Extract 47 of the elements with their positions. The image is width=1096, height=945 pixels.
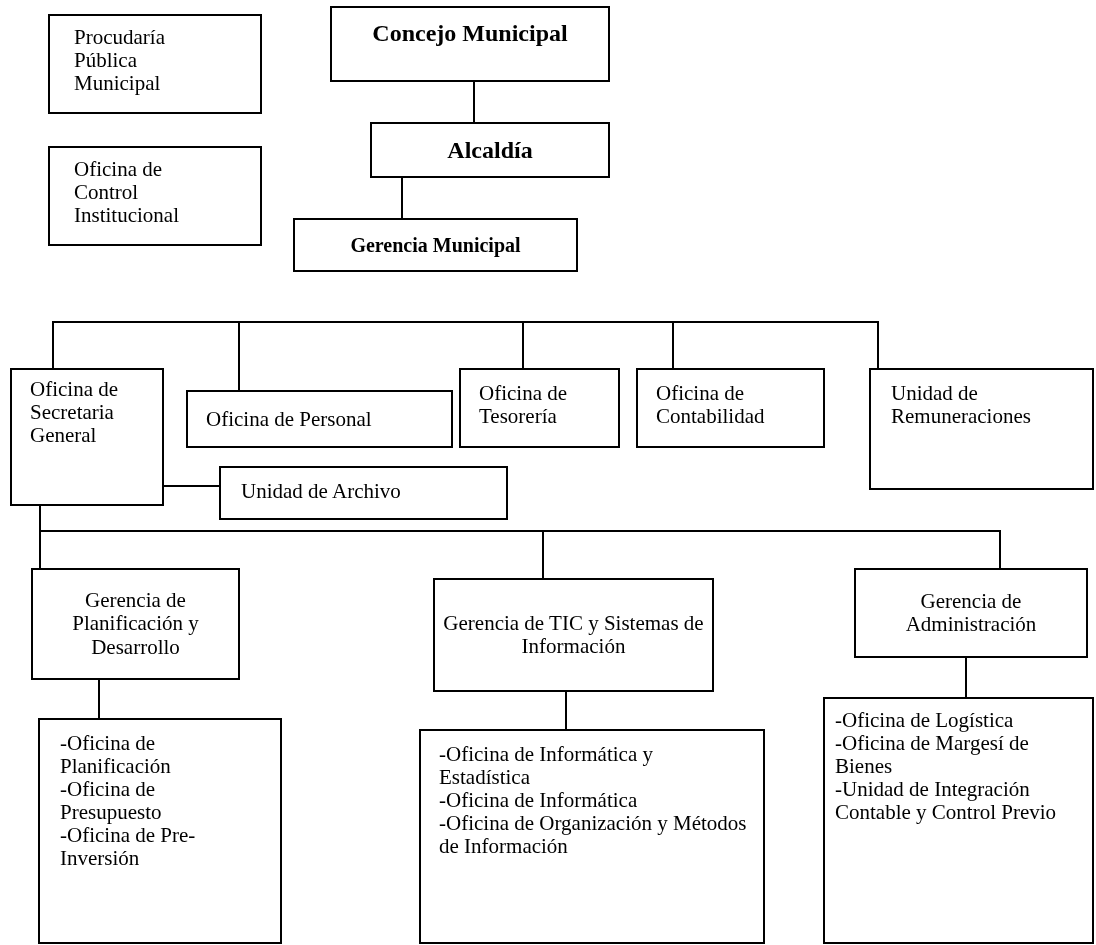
unit-name: Alcaldía (447, 136, 533, 164)
office-item: -Oficina de Pre-Inversión (60, 824, 197, 871)
org-box (10, 368, 164, 506)
unit-name: Gerencia de TIC y Sistemas de Información (442, 611, 705, 659)
office-item: -Oficina de Organización y Métodos de Información (439, 812, 748, 859)
unit-name: Oficina de Personal (206, 408, 372, 432)
org-box (459, 368, 620, 448)
connector-line (98, 679, 100, 719)
office-item: -Oficina de Informática y Estadística (439, 743, 654, 790)
connector-line (163, 485, 220, 487)
org-box (293, 218, 578, 272)
org-box (48, 146, 262, 246)
office-item: -Oficina de Planificación (60, 732, 172, 779)
office-item: -Oficina de Informática (439, 789, 638, 813)
unit-name: Oficina de Control Institucional (74, 158, 180, 228)
unit-name: Gerencia de Administración (904, 589, 1038, 637)
unit-name: Concejo Municipal (372, 19, 568, 47)
office-item: -Oficina de Presupuesto (60, 778, 163, 825)
org-box (186, 390, 453, 448)
office-list-box (823, 697, 1094, 944)
unit-name: Procudaría Pública Municipal (74, 26, 166, 96)
unit-name: Oficina de Secretaria General (30, 378, 120, 448)
org-box (48, 14, 262, 114)
office-item: -Unidad de Integración Contable y Control Previo (835, 778, 1058, 825)
connector-line (401, 177, 403, 219)
org-box (636, 368, 825, 448)
connector-line (473, 81, 475, 123)
org-box (433, 578, 714, 692)
org-box (370, 122, 610, 178)
org-box (854, 568, 1088, 658)
unit-name: Unidad de Archivo (241, 480, 401, 504)
org-box (219, 466, 508, 520)
unit-name: Gerencia de Planificación y Desarrollo (71, 589, 200, 659)
connector-line (52, 321, 879, 369)
unit-name: Oficina de Contabilidad (656, 382, 766, 429)
unit-name: Unidad de Remuneraciones (891, 382, 1032, 429)
org-box (31, 568, 240, 680)
org-box (869, 368, 1094, 490)
unit-name: Gerencia Municipal (350, 234, 521, 256)
office-item: -Oficina de Margesí de Bienes (835, 732, 1030, 779)
office-list-box (419, 729, 765, 944)
connector-line (965, 657, 967, 698)
office-item: -Oficina de Logística (835, 709, 1014, 733)
connector-line (565, 691, 567, 730)
unit-name: Oficina de Tesorería (479, 382, 569, 429)
office-list-box (38, 718, 282, 944)
org-box (330, 6, 610, 82)
